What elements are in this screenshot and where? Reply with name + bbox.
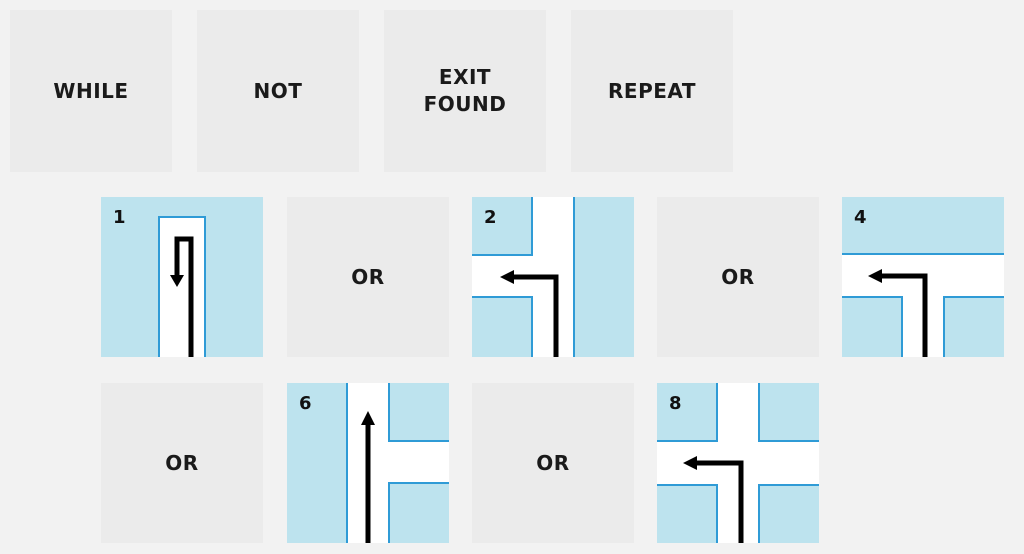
keyword-label: WHILE <box>53 78 129 103</box>
t-junction-left-icon <box>842 253 1004 357</box>
keyword-label: NOT <box>253 78 303 103</box>
or-separator: OR <box>657 197 819 357</box>
keyword-card-repeat[interactable]: REPEAT <box>571 10 733 172</box>
keyword-label: REPEAT <box>608 78 696 103</box>
tile-number: 6 <box>299 393 312 414</box>
tile-number: 4 <box>854 207 867 228</box>
keyword-card-exit-found[interactable]: EXIT FOUND <box>384 10 546 172</box>
tile-number: 8 <box>669 393 682 414</box>
keyword-card-not[interactable]: NOT <box>197 10 359 172</box>
dead-end-icon <box>158 216 206 357</box>
straight-up-icon <box>346 383 449 543</box>
keyword-card-while[interactable]: WHILE <box>10 10 172 172</box>
or-separator: OR <box>101 383 263 543</box>
left-turn-icon <box>472 197 575 357</box>
or-separator: OR <box>287 197 449 357</box>
maze-tile-8[interactable]: 8 <box>657 383 819 543</box>
maze-tile-2[interactable]: 2 <box>472 197 634 357</box>
tile-number: 2 <box>484 207 497 228</box>
maze-tile-1[interactable]: 1 <box>101 197 263 357</box>
maze-tile-4[interactable]: 4 <box>842 197 1004 357</box>
or-separator: OR <box>472 383 634 543</box>
crossroads-left-icon <box>657 383 819 543</box>
keyword-label: EXIT FOUND <box>423 65 507 116</box>
maze-tile-6[interactable]: 6 <box>287 383 449 543</box>
tile-number: 1 <box>113 207 126 228</box>
